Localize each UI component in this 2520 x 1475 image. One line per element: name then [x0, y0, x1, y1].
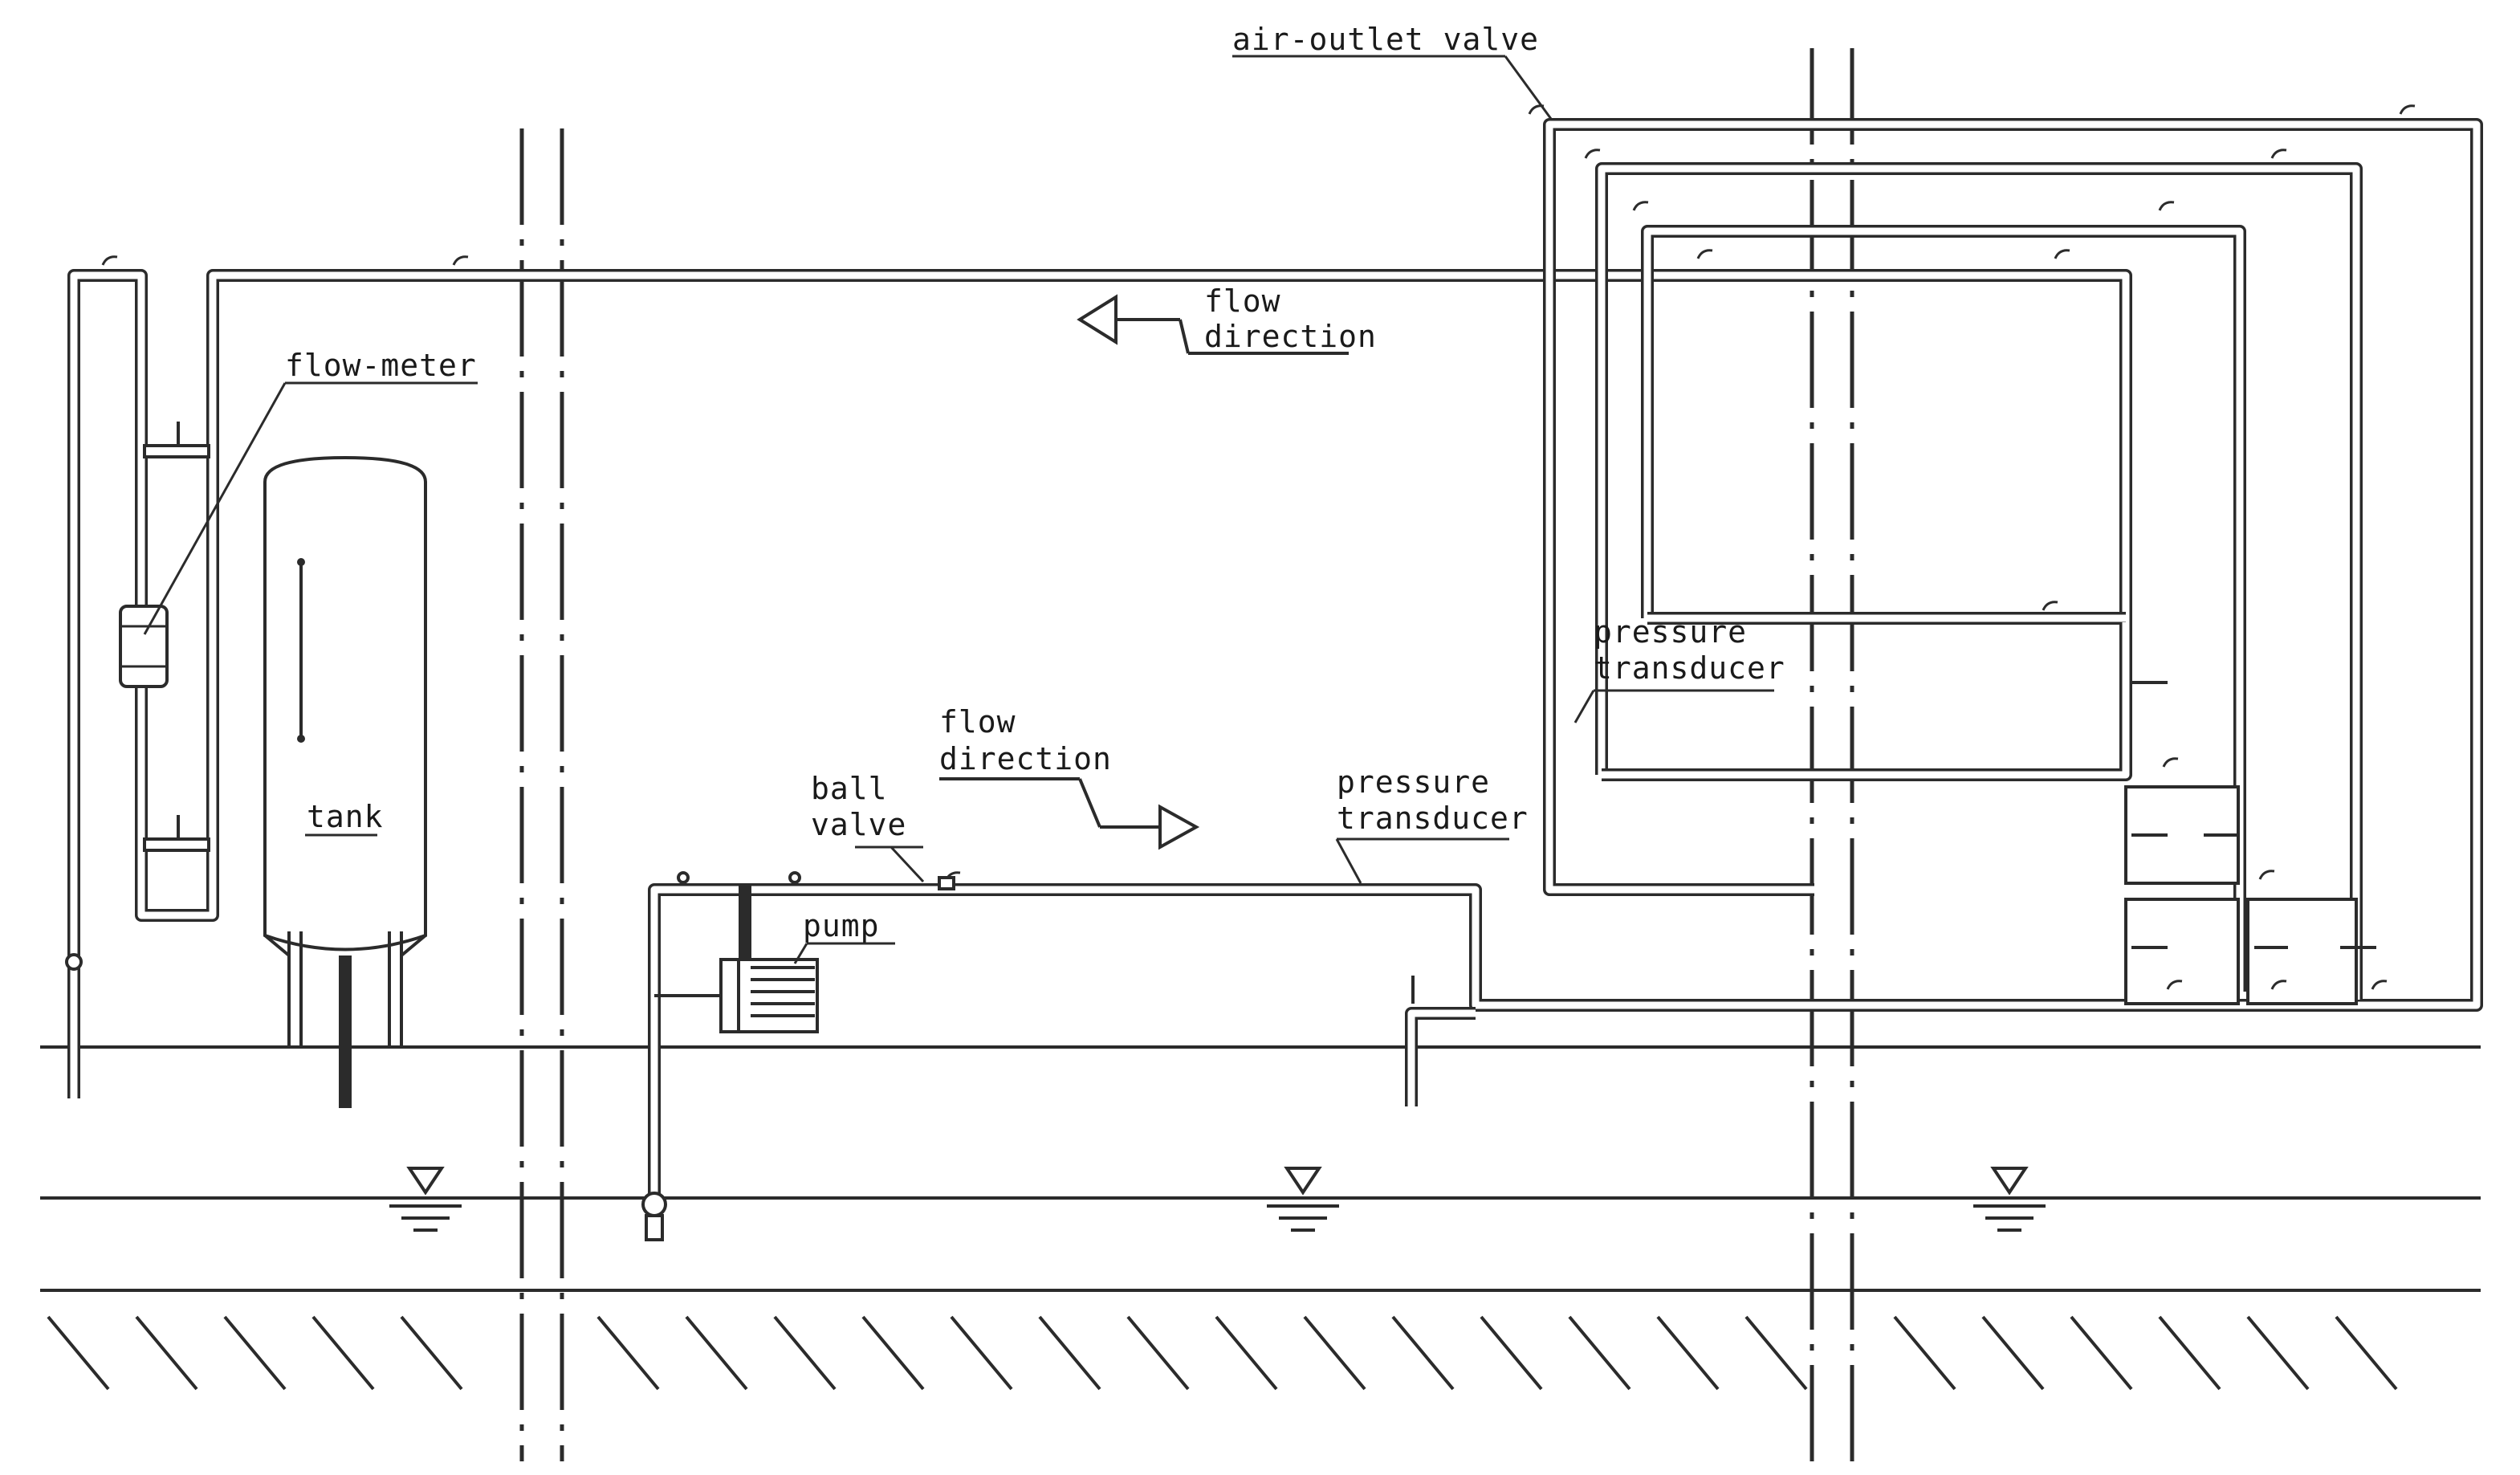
flow-direction-top-label-line1: flow — [1204, 283, 1281, 319]
pump — [654, 883, 819, 1033]
pressure-transducer-right-label-line2: transducer — [1594, 650, 1785, 686]
tank — [263, 455, 427, 1108]
ground-lines — [40, 1045, 2481, 1292]
riser-fittings — [65, 422, 210, 971]
leader-lines — [143, 55, 1774, 964]
pressure-transducer-mid-label-line2: transducer — [1337, 801, 1529, 836]
pressure-transducer-right-label-line1: pressure — [1594, 614, 1747, 650]
flow-meter — [119, 605, 169, 688]
ball-valve-label-line2: valve — [811, 807, 906, 842]
air-outlet-valve-label: air-outlet valve — [1232, 22, 1539, 57]
tank-label: tank — [307, 799, 384, 834]
ball-valve-label-line1: ball — [811, 771, 888, 806]
water-level-symbol — [389, 1167, 462, 1232]
nested-loop-pipes — [1595, 162, 2363, 1000]
flow-meter-label: flow-meter — [285, 348, 477, 383]
foot-valve — [641, 1192, 667, 1217]
pump-label: pump — [803, 908, 880, 943]
air-outlet-markers — [101, 104, 2416, 990]
flow-direction-mid-label-line1: flow — [939, 704, 1016, 740]
flow-direction-top-label-line2: direction — [1204, 319, 1377, 354]
pump-line-fittings — [677, 871, 1415, 1004]
flow-arrow-left — [1077, 294, 1349, 355]
left-riser-pipe — [67, 269, 2132, 1098]
manifold-boxes — [2124, 681, 2376, 1005]
break-lines — [519, 48, 1854, 1461]
flow-direction-mid-label-line2: direction — [939, 741, 1112, 776]
flow-arrow-right — [939, 777, 1200, 850]
pump-line-pipe — [648, 118, 2483, 1208]
pressure-transducer-mid-label-line1: pressure — [1337, 764, 1490, 800]
water-level-symbol — [1267, 1167, 1339, 1232]
water-level-symbol — [1973, 1167, 2046, 1232]
soil-hatching — [47, 1315, 2398, 1391]
